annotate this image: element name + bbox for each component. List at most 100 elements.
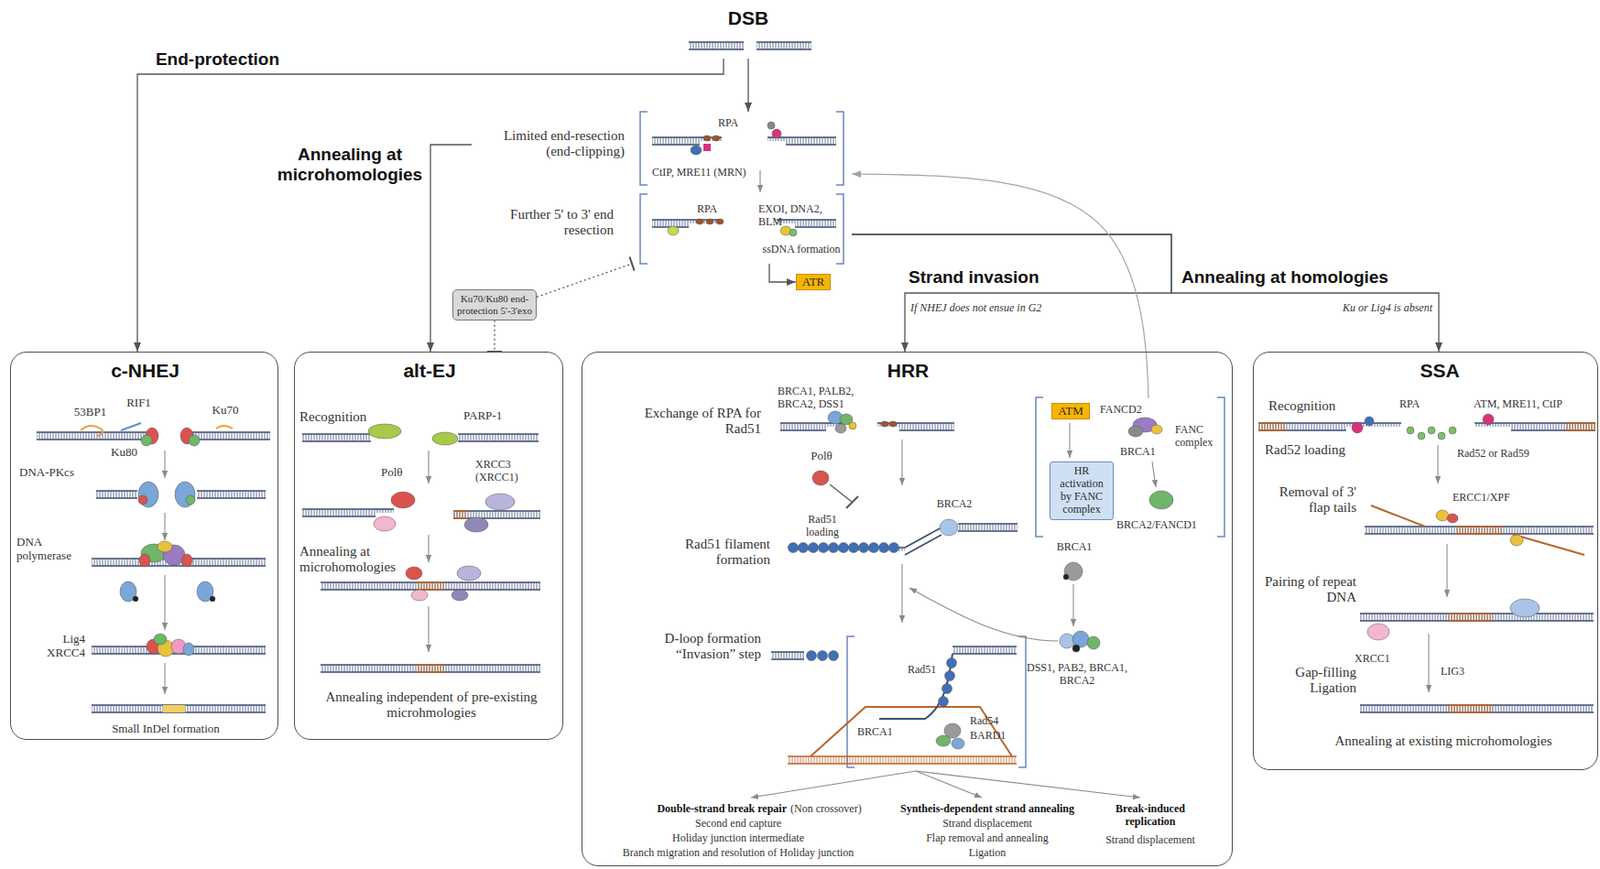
dna-strand <box>688 41 744 44</box>
protein-blob <box>936 735 951 747</box>
ssdna-rungs <box>375 509 394 513</box>
protein-blob <box>183 642 195 656</box>
dna-strand <box>320 671 541 674</box>
protein-label: Ligation <box>881 847 1093 860</box>
protein-blob <box>828 543 839 554</box>
protein-blob <box>703 135 711 142</box>
protein-blob <box>368 424 402 439</box>
protein-blob <box>788 543 799 554</box>
step-label: Further 5' to 3' end resection <box>473 206 614 240</box>
kinase-box: ATM <box>1051 402 1089 421</box>
protein-label: (Non crossover) <box>790 803 875 817</box>
dna-rungs <box>1258 423 1347 431</box>
step-label: Recognition <box>299 409 392 425</box>
step-label: Rad51 filament formation <box>642 536 771 569</box>
break-node: DSB <box>696 5 801 59</box>
protein-label: RPA <box>709 117 747 131</box>
protein-blob <box>1149 490 1174 510</box>
protein-blob <box>153 633 167 645</box>
protein-blob <box>942 684 953 695</box>
step-arrow <box>1072 584 1074 627</box>
dna-rungs <box>1447 705 1493 713</box>
step-arrow <box>759 170 761 193</box>
dna-rungs <box>1447 613 1493 621</box>
dna-strand <box>187 431 271 434</box>
dna-rungs <box>771 652 805 660</box>
dna-strand <box>1566 422 1596 425</box>
connector <box>851 234 1439 352</box>
step-arrow <box>1446 544 1448 598</box>
dna-strand <box>899 422 955 425</box>
dna-rungs <box>1456 526 1503 534</box>
condition-note: If NHEJ does not ensue in G2 <box>910 302 1094 316</box>
protein-blob <box>716 218 724 225</box>
pathway-label: End-protection <box>141 49 294 70</box>
dna-strand <box>780 429 827 432</box>
protein-label: XRCC1 <box>1354 653 1401 666</box>
dna-rungs <box>320 582 541 590</box>
protein-label: Strand displacement <box>881 817 1093 831</box>
dna-rungs <box>899 423 955 431</box>
dna-strand <box>1364 533 1594 535</box>
dna-strand <box>91 565 266 567</box>
dna-rungs <box>957 523 1018 532</box>
protein-label: Polθ <box>380 466 418 480</box>
dna-strand <box>1364 525 1594 528</box>
panel-heading: DSB <box>696 7 801 30</box>
protein-blob <box>1510 598 1540 618</box>
dna-strand <box>320 581 541 584</box>
protein-label: BRCA1 <box>857 726 899 740</box>
dna-rungs <box>302 509 376 517</box>
region-bracket <box>1035 397 1044 537</box>
dna-strand <box>787 755 1017 758</box>
step-arrow <box>915 771 1141 798</box>
protein-blob <box>712 135 720 142</box>
dna-rungs <box>1360 613 1594 621</box>
step-arrow <box>163 512 165 541</box>
dna-strand <box>96 497 138 500</box>
protein-blob <box>181 554 193 567</box>
dna-strand <box>1360 612 1594 615</box>
protein-label: DNA polymerase <box>16 535 87 564</box>
outcome-heading: Syntheis-dependent strand annealing <box>881 803 1093 817</box>
protein-label: EXOI, DNA2, BLM <box>758 203 843 229</box>
protein-blob <box>808 543 819 554</box>
dna-strand <box>771 651 805 654</box>
dna-strand <box>1566 429 1596 432</box>
protein-blob <box>1417 432 1426 440</box>
protein-label: DSS1, PAB2, BRCA1, BRCA2 <box>1026 662 1128 688</box>
dna-strand <box>1447 620 1493 622</box>
protein-label: Flap removal and annealing <box>881 832 1093 846</box>
protein-blob <box>869 543 880 554</box>
protein-blob <box>703 143 711 152</box>
protein-blob <box>139 554 151 567</box>
outcome-heading: Break-induced replication <box>1099 803 1201 829</box>
protein-blob <box>806 651 817 662</box>
protein-blob <box>848 543 860 554</box>
ssdna-strand <box>375 508 394 511</box>
dna-rungs <box>36 432 152 440</box>
ssdna-rungs <box>688 219 720 224</box>
protein-blob <box>696 218 704 225</box>
step-label: Rad52 loading <box>1264 442 1364 458</box>
pathway-label: Annealing at microhomologies <box>272 144 428 186</box>
step-arrow <box>1427 633 1429 693</box>
protein-blob <box>1351 422 1363 434</box>
dna-strand <box>457 433 539 436</box>
region-bracket <box>847 636 855 768</box>
step-label: Removal of 3' flap tails <box>1264 484 1357 517</box>
step-arrow <box>163 663 165 695</box>
connector <box>493 320 495 352</box>
dna-rungs <box>453 511 468 519</box>
connector <box>430 144 472 352</box>
protein-blob <box>889 543 900 554</box>
protein-label: RIF1 <box>118 396 160 411</box>
dna-strand <box>302 433 371 436</box>
step-label: Annealing independent of pre-existing mi… <box>312 689 551 722</box>
protein-blob <box>1447 513 1459 523</box>
dna-strand <box>1258 429 1347 432</box>
dna-strand <box>952 645 1017 648</box>
inhibitor-box: Ku70/Ku80 end-protection 5'-3'exo <box>452 289 537 320</box>
protein-label: Small InDel formation <box>55 722 276 737</box>
protein-blob <box>1367 623 1390 641</box>
